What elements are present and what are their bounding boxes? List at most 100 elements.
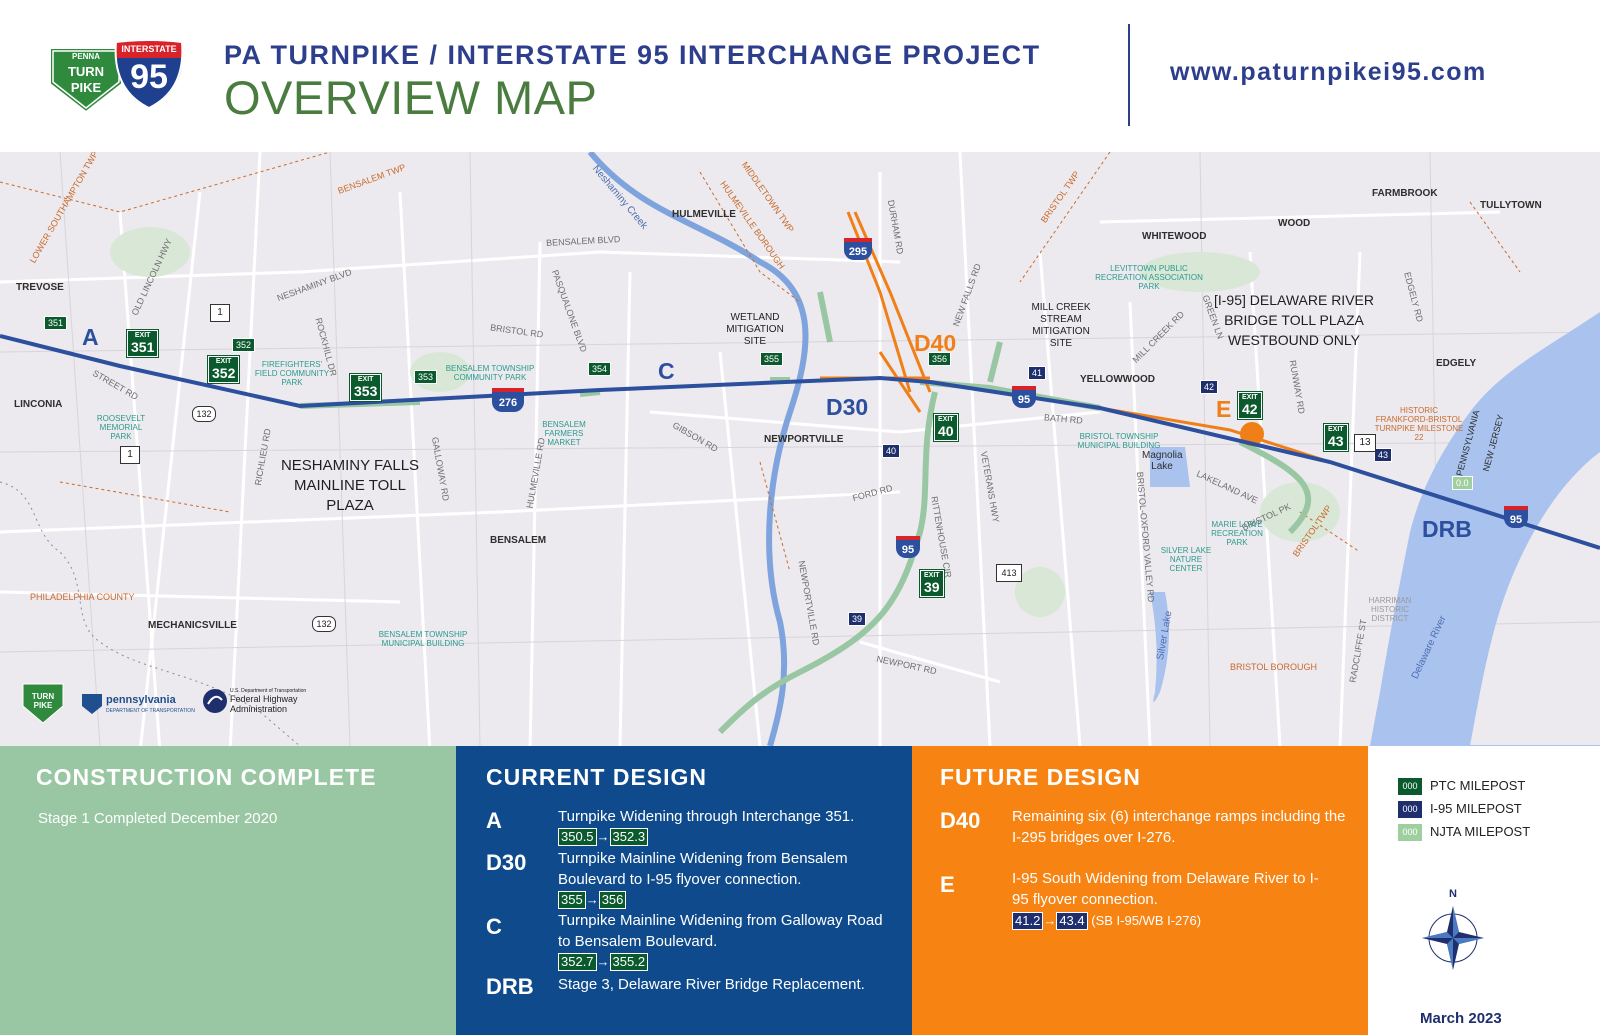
- segment-text: Turnpike Mainline Widening from Galloway…: [558, 912, 883, 950]
- range-to: 43.4: [1056, 912, 1088, 930]
- ptc-milepost: 351: [44, 316, 68, 330]
- county-label: PHILADELPHIA COUNTY: [30, 592, 135, 602]
- segment-text: Turnpike Mainline Widening from Bensalem…: [558, 850, 848, 888]
- exit-label: EXIT: [924, 572, 940, 579]
- legend-label: NJTA MILEPOST: [1430, 824, 1531, 839]
- us1-shield: 1: [210, 304, 230, 322]
- construction-complete-panel: CONSTRUCTION COMPLETE Stage 1 Completed …: [0, 746, 456, 1035]
- exit-label: EXIT: [134, 332, 151, 339]
- page-subtitle: OVERVIEW MAP: [224, 71, 598, 124]
- exit-label: EXIT: [215, 358, 232, 365]
- panel-title: FUTURE DESIGN: [940, 764, 1141, 790]
- turnpike-logo-top: PENNA: [71, 52, 100, 61]
- fhwa-logo: U.S. Department of Transportation Federa…: [202, 688, 312, 718]
- pa132-shield: 132: [192, 406, 216, 422]
- turnpike-footer-logo: TURN PIKE: [22, 682, 64, 724]
- exit-number: 352: [212, 365, 236, 381]
- segment-d30-label[interactable]: D30: [826, 394, 869, 420]
- segment-tag: E: [940, 872, 955, 897]
- segment-tag: D40: [940, 808, 981, 833]
- toll-plaza-callout: NESHAMINY FALLS MAINLINE TOLL PLAZA: [280, 457, 420, 514]
- i95-milepost: 42: [1200, 380, 1219, 394]
- exit-label: EXIT: [357, 376, 374, 383]
- fhwa-name: Federal Highway Administration: [230, 694, 298, 714]
- exit-number: 43: [1328, 433, 1344, 449]
- map-date: March 2023: [1420, 1010, 1502, 1027]
- township-label: BRISTOL BOROUGH: [1230, 662, 1318, 672]
- place-label: HULMEVILLE: [672, 209, 736, 220]
- exit-number: 39: [924, 579, 940, 595]
- segment-text: I-95 South Widening from Delaware River …: [1012, 870, 1319, 908]
- i95-shield: 95: [1504, 506, 1528, 528]
- segment-text: Stage 3, Delaware River Bridge Replaceme…: [558, 976, 865, 993]
- legend-label: I-95 MILEPOST: [1430, 801, 1522, 816]
- segment-drb-label[interactable]: DRB: [1422, 516, 1472, 542]
- segment-c-label[interactable]: C: [658, 358, 675, 384]
- segment-tag: DRB: [486, 974, 534, 999]
- poi-label: HISTORIC FRANKFORD-BRISTOL TURNPIKE MILE…: [1374, 406, 1464, 442]
- segment-e-label[interactable]: E: [1216, 396, 1232, 422]
- header-divider: [1128, 24, 1130, 126]
- panel-title: CONSTRUCTION COMPLETE: [36, 764, 377, 790]
- legend-item: 000 I-95 MILEPOST: [1398, 801, 1522, 819]
- poi-label: BENSALEM TOWNSHIP MUNICIPAL BUILDING: [378, 630, 468, 648]
- fhwa-top: U.S. Department of Transportation: [230, 688, 307, 694]
- exit-number: 42: [1242, 401, 1258, 417]
- place-label: NEWPORTVILLE: [764, 434, 844, 445]
- poi-label: SILVER LAKE NATURE CENTER: [1160, 546, 1212, 573]
- milepost-range: 41.2→43.4 (SB I-95/WB I-276): [1012, 912, 1201, 930]
- segment-tag: C: [486, 914, 502, 939]
- range-to: 356: [598, 891, 627, 909]
- place-label: TREVOSE: [16, 282, 64, 293]
- future-design-panel: FUTURE DESIGN D40 Remaining six (6) inte…: [912, 746, 1368, 1035]
- place-label: MECHANICSVILLE: [148, 620, 237, 631]
- range-to: 355.2: [609, 953, 649, 971]
- legend-swatch: 000: [1398, 801, 1422, 819]
- legend-label: PTC MILEPOST: [1430, 778, 1526, 793]
- segment-text: Remaining six (6) interchange ramps incl…: [1012, 808, 1346, 846]
- range-from: 355: [558, 891, 586, 909]
- milepost-range: 355→356: [558, 891, 627, 909]
- i95-milepost: 39: [848, 612, 867, 626]
- ptc-milepost: 354: [588, 362, 612, 376]
- place-label: LINCONIA: [14, 399, 63, 410]
- exit-number: 40: [938, 423, 954, 439]
- overview-map[interactable]: TREVOSE LINCONIA HULMEVILLE NEWPORTVILLE…: [0, 152, 1600, 746]
- turnpike-logo-main: TURN PIKE: [67, 64, 105, 95]
- project-url[interactable]: www.paturnpikei95.com: [1170, 58, 1487, 86]
- range-note: (SB I-95/WB I-276): [1091, 913, 1202, 928]
- segment-d40-label[interactable]: D40: [914, 330, 957, 356]
- us413-shield: 413: [996, 564, 1022, 582]
- milepost-range: 352.7→355.2: [558, 953, 649, 971]
- i95-milepost: 43: [1374, 448, 1393, 462]
- range-from: 350.5: [558, 828, 597, 846]
- exit-label: EXIT: [1242, 394, 1258, 401]
- compass-icon: N: [1418, 888, 1488, 974]
- water-label: Magnolia Lake: [1142, 450, 1183, 472]
- poi-label: BENSALEM FARMERS MARKET: [542, 420, 586, 447]
- exit-label: EXIT: [938, 416, 954, 423]
- i295-shield: 295: [844, 238, 872, 260]
- panel-title: CURRENT DESIGN: [486, 764, 708, 790]
- wetland-callout: WETLAND MITIGATION SITE: [726, 312, 784, 347]
- poi-label: HARRIMAN HISTORIC DISTRICT: [1368, 596, 1412, 623]
- delaware-toll-callout: [I-95] DELAWARE RIVER BRIDGE TOLL PLAZA …: [1213, 292, 1374, 348]
- i95-milepost: 40: [882, 444, 901, 458]
- turnpike-logo: PENNA TURN PIKE: [48, 44, 124, 114]
- range-from: 352.7: [558, 953, 597, 971]
- i95-shield: 95: [1012, 386, 1036, 408]
- ptc-milepost: 352: [232, 338, 256, 352]
- poi-label: BRISTOL TOWNSHIP MUNICIPAL BUILDING: [1077, 432, 1161, 450]
- poi-label: MARIE LOWE RECREATION PARK: [1211, 520, 1263, 547]
- segment-text: Turnpike Widening through Interchange 35…: [558, 808, 855, 825]
- poi-label: ROOSEVELT MEMORIAL PARK: [96, 414, 146, 441]
- ptc-milepost: 356: [928, 352, 952, 366]
- place-label: YELLOWWOOD: [1080, 374, 1155, 385]
- segment-a-label[interactable]: A: [82, 324, 99, 350]
